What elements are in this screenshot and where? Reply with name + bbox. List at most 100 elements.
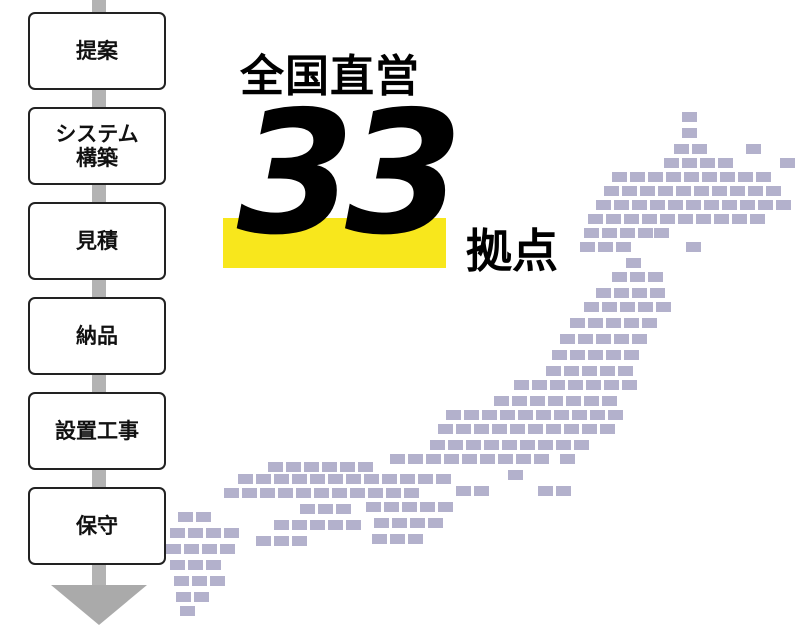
map-tile [256, 536, 271, 546]
map-tile [538, 486, 553, 496]
map-tile [700, 158, 715, 168]
map-tile [176, 592, 191, 602]
map-tile [314, 488, 329, 498]
map-tile [550, 380, 565, 390]
map-tile [390, 534, 405, 544]
map-tile [494, 396, 509, 406]
map-tile [582, 424, 597, 434]
map-tile [602, 396, 617, 406]
map-tile [568, 380, 583, 390]
map-tile [632, 200, 647, 210]
map-tile [614, 200, 629, 210]
map-tile [618, 366, 633, 376]
step-installation: 設置工事 [28, 392, 166, 470]
map-tile [512, 396, 527, 406]
map-tile [328, 474, 343, 484]
map-tile [604, 186, 619, 196]
map-tile [332, 488, 347, 498]
map-tile [336, 504, 351, 514]
map-tile [210, 576, 225, 586]
map-tile [514, 380, 529, 390]
map-tile [420, 502, 435, 512]
map-tile [382, 474, 397, 484]
map-tile [570, 350, 585, 360]
map-tile [572, 410, 587, 420]
map-tile [292, 474, 307, 484]
map-tile [456, 486, 471, 496]
headline: 全国直営 [240, 51, 420, 102]
map-tile [346, 520, 361, 530]
map-tile [620, 302, 635, 312]
map-tile [614, 334, 629, 344]
map-tile [292, 536, 307, 546]
map-tile [358, 462, 373, 472]
map-tile [194, 592, 209, 602]
map-tile [328, 520, 343, 530]
map-tile [296, 488, 311, 498]
map-tile [612, 172, 627, 182]
map-tile [350, 488, 365, 498]
map-tile [758, 200, 773, 210]
step-proposal: 提案 [28, 12, 166, 90]
step-maintenance: 保守 [28, 487, 166, 565]
map-tile [564, 424, 579, 434]
map-tile [606, 214, 621, 224]
map-tile [374, 518, 389, 528]
map-tile [686, 200, 701, 210]
map-tile [612, 272, 627, 282]
map-tile [566, 396, 581, 406]
map-tile [686, 242, 701, 252]
map-tile [300, 504, 315, 514]
map-tile [340, 462, 355, 472]
map-tile [474, 486, 489, 496]
map-tile [274, 520, 289, 530]
map-tile [678, 214, 693, 224]
map-tile [408, 534, 423, 544]
map-tile [658, 186, 673, 196]
map-tile [430, 440, 445, 450]
map-tile [310, 520, 325, 530]
map-tile [534, 454, 549, 464]
map-tile [630, 272, 645, 282]
map-tile [202, 544, 217, 554]
map-tile [776, 200, 791, 210]
map-tile [482, 410, 497, 420]
count-unit: 拠点 [466, 224, 558, 278]
map-tile [386, 488, 401, 498]
map-tile [364, 474, 379, 484]
map-tile [166, 544, 181, 554]
map-tile [648, 272, 663, 282]
map-tile [552, 350, 567, 360]
map-tile [746, 144, 761, 154]
map-tile [560, 334, 575, 344]
process-flow: 提案 システム 構築 見積 納品 設置工事 保守 [0, 0, 200, 631]
map-tile [650, 288, 665, 298]
map-tile [738, 172, 753, 182]
map-tile [622, 186, 637, 196]
map-tile [596, 288, 611, 298]
map-tile [630, 172, 645, 182]
map-tile [588, 214, 603, 224]
map-tile [606, 350, 621, 360]
map-tile [310, 474, 325, 484]
map-tile [588, 350, 603, 360]
map-tile [756, 172, 771, 182]
map-tile [188, 560, 203, 570]
map-tile [428, 518, 443, 528]
map-tile [390, 454, 405, 464]
map-tile [184, 544, 199, 554]
map-tile [554, 410, 569, 420]
map-tile [584, 396, 599, 406]
step-label: 提案 [76, 39, 118, 63]
map-tile [574, 440, 589, 450]
map-tile [366, 502, 381, 512]
map-tile [292, 520, 307, 530]
map-tile [170, 528, 185, 538]
map-tile [780, 158, 795, 168]
map-tile [676, 186, 691, 196]
map-tile [170, 560, 185, 570]
map-tile [480, 454, 495, 464]
map-tile [498, 454, 513, 464]
map-tile [624, 214, 639, 224]
